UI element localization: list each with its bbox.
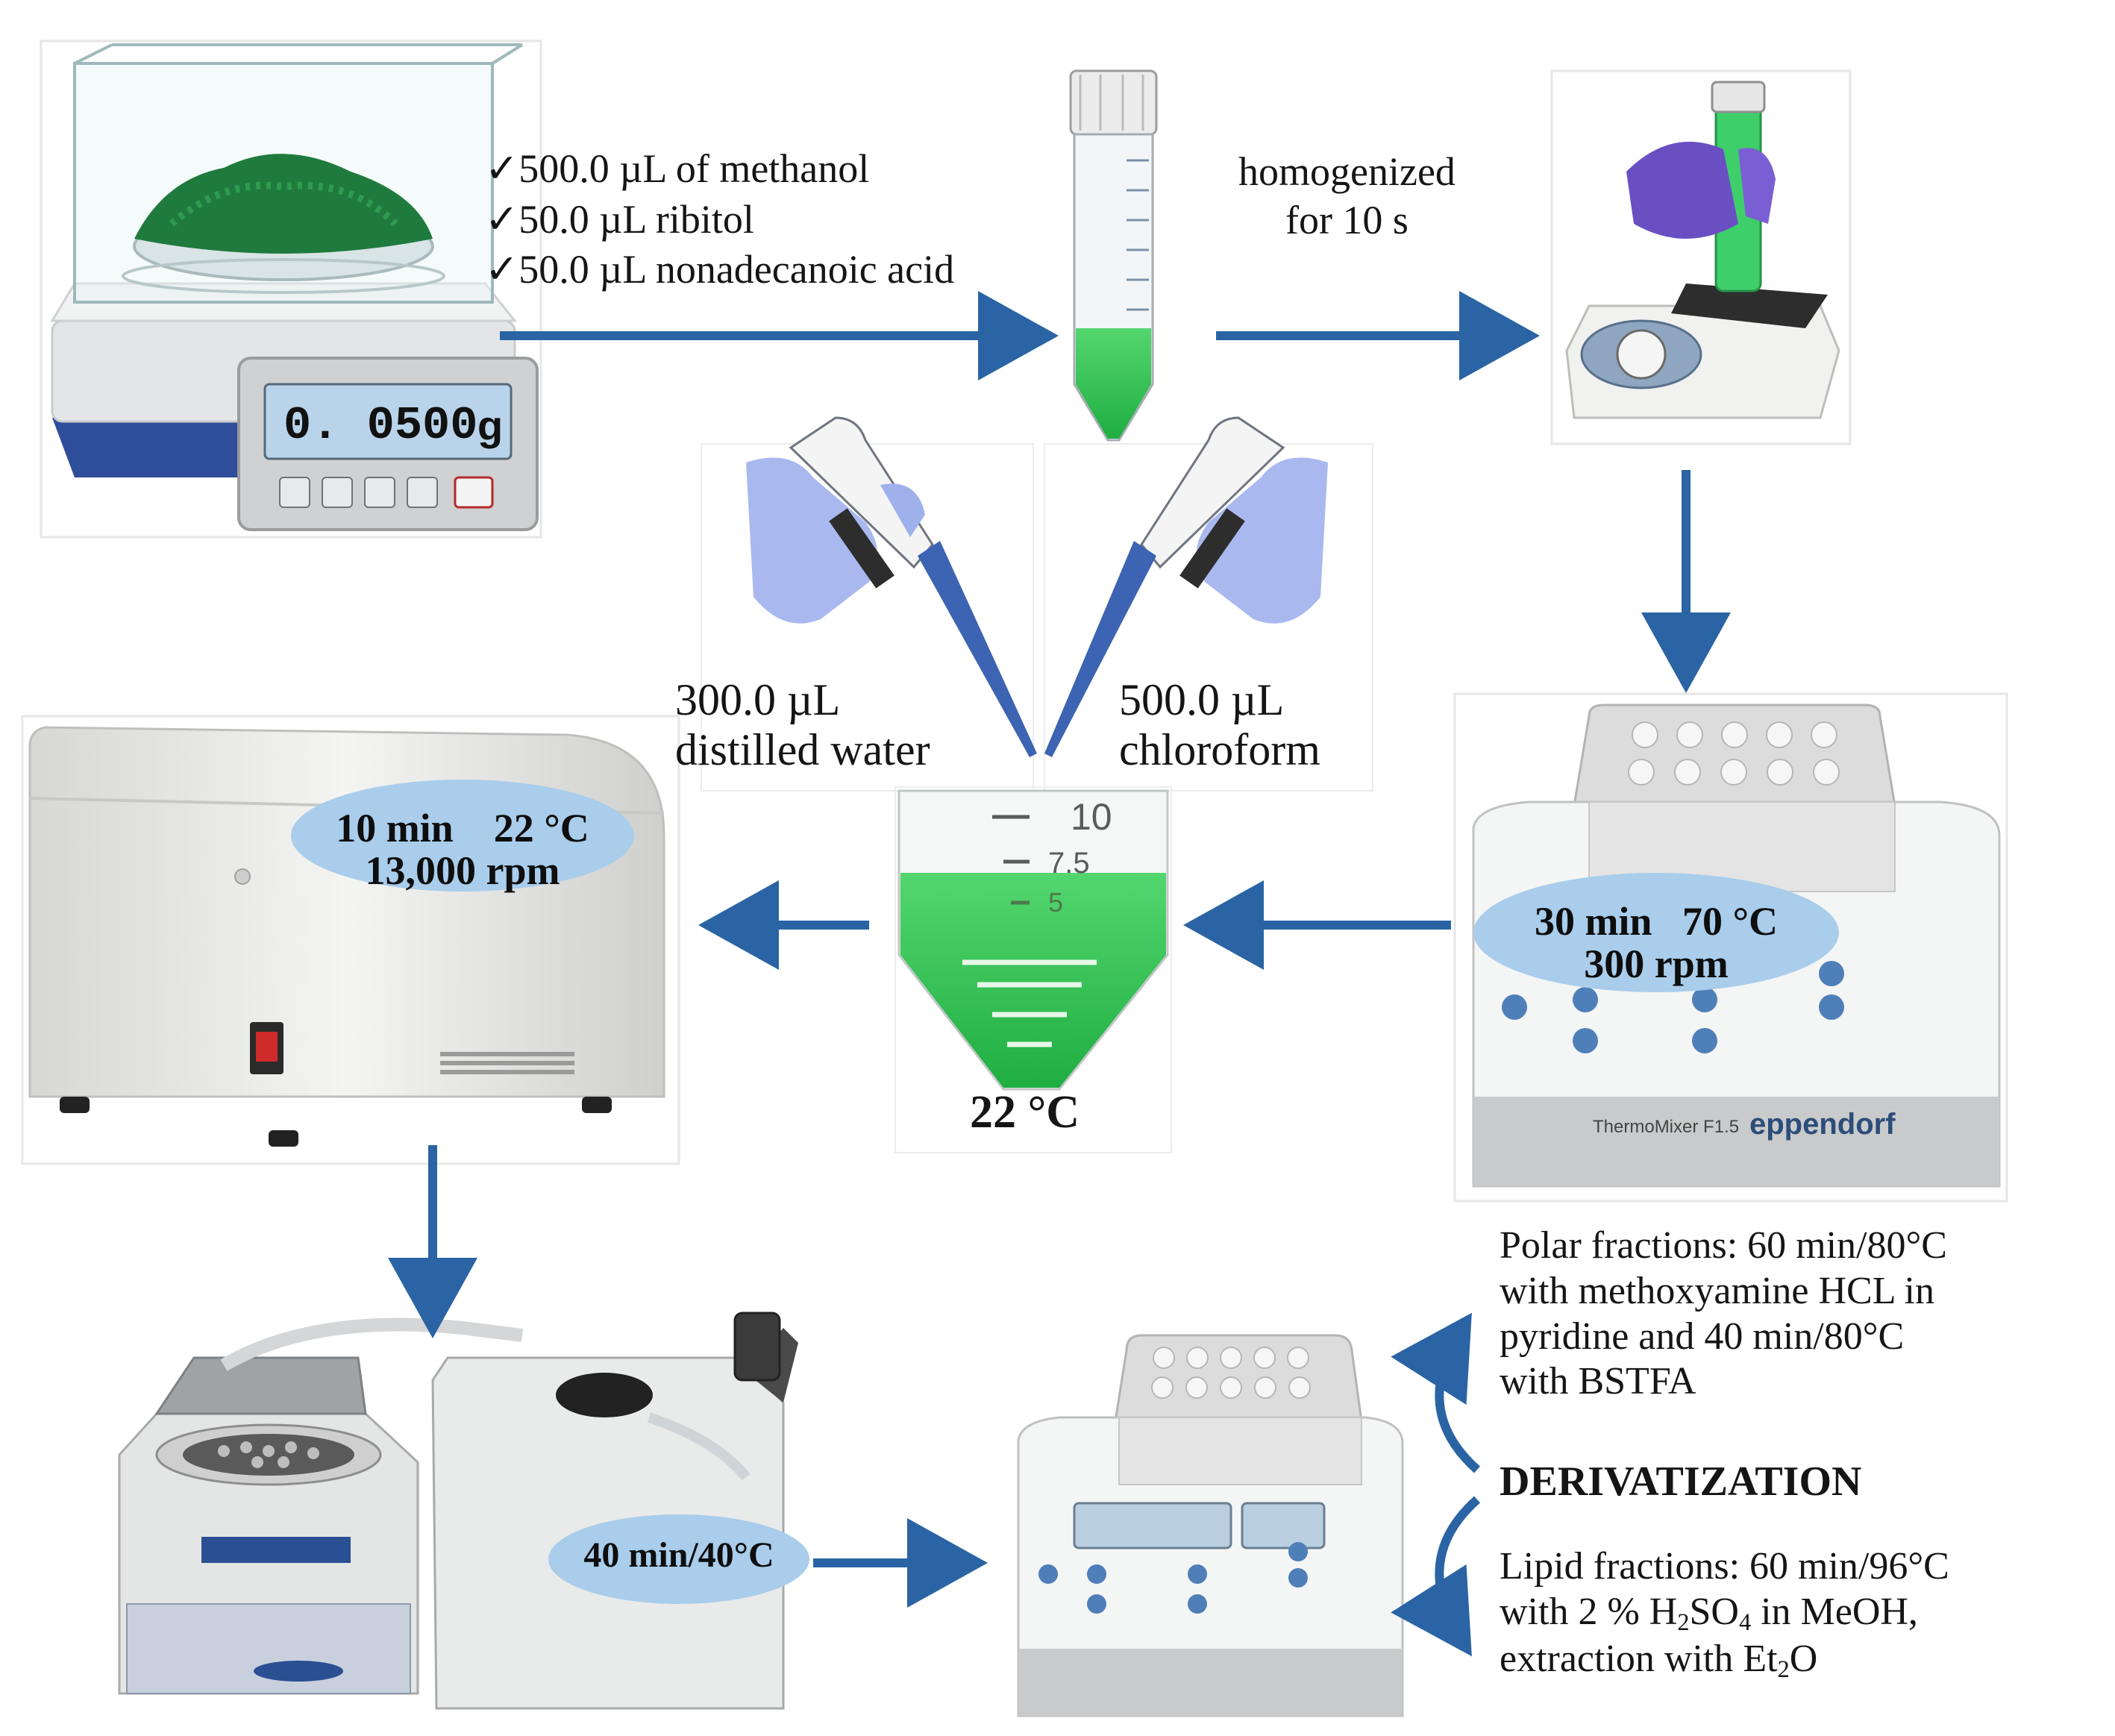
lipid-line2: with 2 % H2SO4 in MeOH, [1500, 1590, 1949, 1637]
water-reagent: distilled water [675, 725, 930, 775]
thermomixer-brand: eppendorf [1749, 1108, 1896, 1141]
homogenization-line2: for 10 s [1285, 197, 1409, 242]
thermomixer-panel [1453, 692, 2008, 1203]
tube-mark-5: 5 [1048, 887, 1063, 918]
balance-key [279, 477, 310, 508]
reagent-methanol: ✓500.0 µL of methanol [485, 146, 870, 191]
balance-key [407, 477, 438, 508]
polar-line2: with methoxyamine HCL in [1500, 1269, 1934, 1312]
homogenization-line1: homogenized [1238, 149, 1456, 194]
lipid-line3-c: O [1789, 1637, 1818, 1680]
balance-key [322, 477, 353, 508]
vacuum-concentrator [118, 1312, 798, 1710]
lipid-line3-sub: 2 [1777, 1655, 1790, 1682]
polar-fraction-protocol: Polar fractions: 60 min/80°C with methox… [1500, 1223, 1947, 1405]
conical-tube-center: 10 7.5 5 [897, 789, 1169, 1091]
centrifuge-settings-oval [291, 780, 634, 891]
thermomixer-lower [1017, 1334, 1404, 1717]
arrow-derivatization-polar [1391, 1312, 1480, 1473]
lipid-line2-sub2: 4 [1738, 1608, 1752, 1635]
polar-line3: pyridine and 40 min/80°C [1500, 1314, 1905, 1358]
reagent-ribitol: ✓50.0 µL ribitol [485, 196, 754, 242]
vortex-mixer [1565, 81, 1840, 419]
balance-tare-key [454, 476, 494, 509]
pipette-right [1044, 416, 1328, 757]
vacuum-settings-oval [548, 1514, 809, 1604]
tube-mark-7-5: 7.5 [1048, 847, 1090, 880]
water-addition-label: 300.0 µL distilled water [675, 675, 930, 775]
chloroform-volume: 500.0 µL [1119, 675, 1285, 724]
homogenization-note: homogenized for 10 s [1238, 148, 1456, 245]
derivatization-title: DERIVATIZATION [1500, 1458, 1862, 1505]
thermomixer-settings-oval [1473, 873, 1839, 992]
lipid-line3: extraction with Et2O [1500, 1637, 1949, 1684]
flow-arrows [388, 291, 1731, 1657]
arrow-derivatization-lipid [1391, 1496, 1480, 1657]
falcon-tube [1069, 69, 1158, 442]
reagent-list: ✓500.0 µL of methanol ✓50.0 µL ribitol ✓… [485, 145, 954, 297]
thermomixer-settings: 30 min 70 °C 300 rpm [1492, 900, 1820, 985]
reagent-nonadecanoic-acid: ✓50.0 µL nonadecanoic acid [485, 247, 955, 292]
balance-panel [40, 40, 542, 539]
vacuum-settings: 40 min/40°C [583, 1535, 774, 1575]
thermomixer-time-temp: 30 min 70 °C [1534, 899, 1779, 944]
centrifuge-time-temp: 10 min 22 °C [336, 806, 589, 850]
balance-unit: g [477, 402, 504, 449]
water-volume: 300.0 µL [675, 675, 841, 724]
balance-lcd [263, 383, 513, 460]
thermomixer-model: ThermoMixer F1.5 [1593, 1117, 1739, 1137]
polar-line1: Polar fractions: 60 min/80°C [1500, 1224, 1947, 1267]
microcentrifuge [28, 726, 665, 1147]
tube-panel [894, 786, 1172, 1153]
lipid-line2-c: SO [1689, 1590, 1739, 1633]
lipid-line1: Lipid fractions: 60 min/96°C [1500, 1545, 1949, 1588]
polar-line4: with BSTFA [1500, 1360, 1696, 1403]
chloroform-addition-label: 500.0 µL chloroform [1119, 675, 1320, 775]
tube-temperature: 22 °C [970, 1087, 1080, 1138]
centrifuge-settings: 10 min 22 °C 13,000 rpm [298, 807, 627, 891]
pipette-left [746, 416, 1037, 757]
lipid-line2-sub1: 2 [1677, 1608, 1690, 1635]
chloroform-reagent: chloroform [1119, 725, 1320, 775]
balance-key [364, 477, 395, 508]
lipid-line2-a: with 2 % H [1500, 1590, 1678, 1633]
centrifuge-speed: 13,000 rpm [365, 847, 560, 893]
balance-reading: 0. 0500 [283, 399, 478, 452]
centrifuge-panel [21, 715, 680, 1165]
lipid-line2-e: in MeOH, [1751, 1590, 1918, 1633]
thermomixer-speed: 300 rpm [1584, 941, 1729, 986]
lipid-fraction-protocol: Lipid fractions: 60 min/96°C with 2 % H2… [1500, 1544, 1949, 1683]
balance-display-unit [237, 357, 539, 531]
lipid-line3-a: extraction with Et [1500, 1637, 1778, 1680]
vortex-panel [1550, 69, 1852, 445]
tube-mark-10: 10 [1071, 796, 1112, 838]
